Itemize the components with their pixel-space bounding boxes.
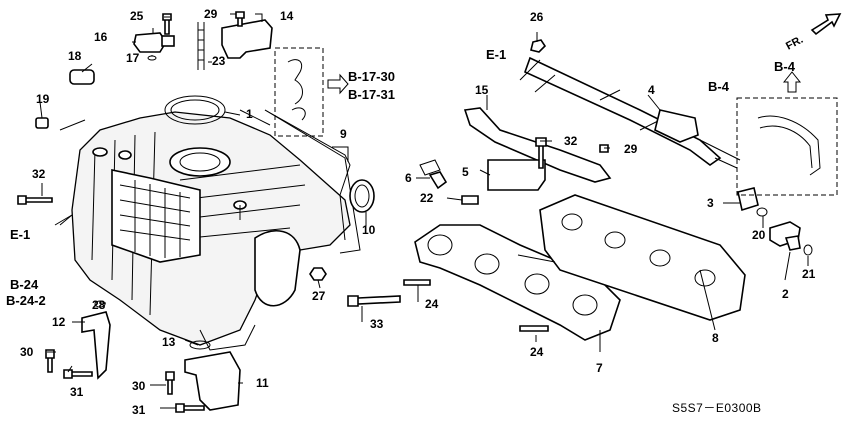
part-label-21: 21	[802, 267, 816, 281]
intake-manifold-drawing	[59, 109, 361, 351]
part-label-22: 22	[420, 191, 434, 205]
stud-23-drawing	[197, 22, 205, 70]
part-label-7: 7	[596, 361, 603, 375]
ref-b4-top: B-4	[708, 79, 729, 94]
part-label-12: 12	[52, 315, 66, 329]
leader-lines	[39, 13, 809, 409]
part-label-20: 20	[752, 228, 766, 242]
gasket-10-drawing	[349, 179, 375, 213]
part-label-23: 23	[212, 54, 226, 68]
part-label-29-right: 29	[624, 142, 638, 156]
bolt-32-right-drawing	[535, 137, 547, 169]
part-label-29-top: 29	[204, 7, 218, 21]
fuel-rail-drawing	[519, 56, 722, 166]
ref-b4-box: B-4	[774, 59, 795, 74]
part-label-30-bottom: 30	[132, 379, 146, 393]
part-label-10: 10	[362, 223, 376, 237]
insulator-5-drawing	[487, 159, 546, 191]
clip-3-drawing	[737, 187, 759, 212]
part-label-28: 28	[92, 298, 106, 312]
part-label-15: 15	[475, 83, 489, 97]
part-label-13: 13	[162, 335, 176, 349]
manifold-gasket-8-drawing	[539, 194, 746, 321]
nut-27-drawing	[309, 267, 327, 281]
bolt-25-drawing	[162, 13, 172, 35]
bracket-12-drawing	[81, 311, 111, 380]
ref-e1-left: E-1	[10, 227, 31, 242]
bolt-32-left-drawing	[17, 195, 53, 205]
part-label-27: 27	[312, 289, 326, 303]
part-label-24-top: 24	[425, 297, 439, 311]
throttle-gasket-drawing	[164, 95, 226, 125]
part-label-11: 11	[256, 376, 269, 390]
nut-26-drawing	[530, 39, 547, 53]
part-label-1: 1	[246, 107, 253, 121]
part-label-33: 33	[370, 317, 384, 331]
clamp-detail-box	[274, 47, 324, 137]
ref-b17-31: B-17-31	[348, 87, 395, 102]
bracket-14-drawing	[221, 19, 273, 59]
ref-b24-2: B-24-2	[6, 293, 46, 308]
part-label-4: 4	[648, 83, 655, 97]
part-label-19: 19	[36, 92, 50, 106]
part-label-6: 6	[405, 171, 412, 185]
part-label-18: 18	[68, 49, 82, 63]
part-label-14: 14	[280, 9, 294, 23]
part-label-16: 16	[94, 30, 108, 44]
ref-b24: B-24	[10, 277, 39, 292]
part-label-30-left: 30	[20, 345, 34, 359]
stud-6-drawing	[428, 171, 448, 190]
part-label-26: 26	[530, 10, 544, 24]
plug-19-drawing	[35, 117, 49, 129]
part-label-9: 9	[340, 127, 347, 141]
part-label-5: 5	[462, 165, 469, 179]
part-label-8: 8	[712, 331, 719, 345]
part-label-24-bottom: 24	[530, 345, 544, 359]
part-label-32-right: 32	[564, 134, 578, 148]
front-direction-arrow	[810, 13, 842, 36]
bracket-11-drawing	[184, 351, 241, 411]
stud-22-drawing	[461, 195, 479, 205]
part-label-3: 3	[707, 196, 714, 210]
pcv-hose-18-drawing	[69, 69, 95, 85]
hose-detail-box	[736, 97, 838, 196]
part-label-31-bottom: 31	[132, 403, 146, 417]
part-label-31-left: 31	[70, 385, 84, 399]
diagram-code: S5S7－E0300B	[672, 401, 762, 415]
ref-e1-right: E-1	[486, 47, 507, 62]
ref-b17-30: B-17-30	[348, 69, 395, 84]
map-sensor-drawing	[133, 32, 175, 61]
part-label-17: 17	[126, 51, 140, 65]
bolt-33-drawing	[347, 295, 401, 307]
injector-2-drawing	[756, 207, 813, 256]
manifold-flange-7-drawing	[414, 224, 621, 341]
part-label-32-left: 32	[32, 167, 46, 181]
part-label-25: 25	[130, 9, 144, 23]
part-label-2: 2	[782, 287, 789, 301]
